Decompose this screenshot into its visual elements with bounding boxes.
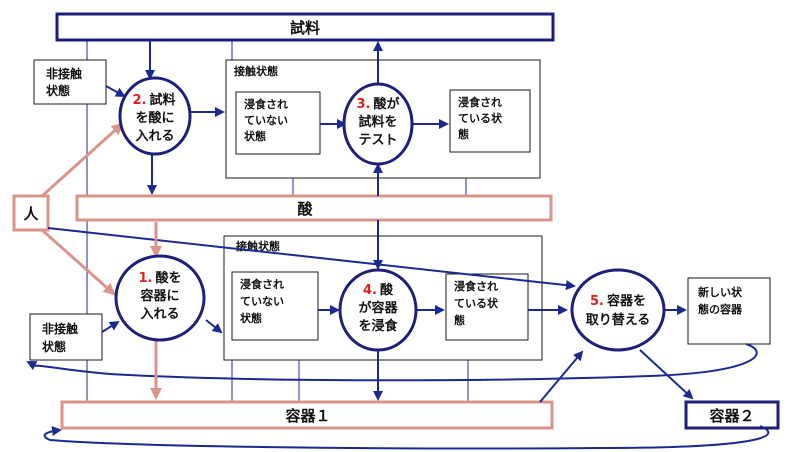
state-text: 態 [458,127,469,141]
process-4-line3: を浸食 [358,318,398,334]
process-1-number: 1. [139,271,153,286]
noncontact-upper-line2: 状態 [46,83,70,98]
state-not-eroded-lower [231,271,319,341]
state-text: 浸食され [244,97,288,111]
process-4-line1: 4.酸 [363,282,394,298]
arrow-container2-loop [43,425,770,450]
state-text: 浸食され [458,95,502,109]
state-text: 状態 [240,311,262,325]
state-text: 新しい状 [698,285,743,299]
container1-bar [60,400,554,430]
process-1-circle [114,254,206,342]
process-3-number: 3. [357,97,371,112]
acid-bar [75,194,553,222]
process-5-number: 5. [590,294,604,309]
process-2-line1: 2.試料 [133,92,176,108]
noncontact-box-lower [29,313,103,361]
noncontact-box-upper [33,59,107,105]
process-1-text: 酸を [155,270,181,286]
process-3-line1: 3.酸が [357,96,400,112]
state-text: 態 [454,313,465,327]
state-text: 態の容器 [698,302,743,316]
arrow-loop-head [26,361,38,371]
state-eroded-lower [445,273,529,341]
state-text: ていない [240,295,284,308]
state-eroded-upper [449,89,531,153]
process-1-line3: 入れる [140,307,179,322]
process-4-line2: が容器 [358,300,398,316]
state-text: ている状 [458,111,503,125]
arrow-person-to-p2 [40,122,124,198]
process-5-line2: 取り替える [586,312,651,328]
person-box [12,194,50,232]
process-4-text: 酸 [380,282,394,298]
arrow-person-to-p5 [47,227,576,291]
state-text: 浸食され [454,279,498,293]
state-text: 浸食され [240,277,284,291]
person-label: 人 [23,205,39,223]
process-4-number: 4. [363,283,377,298]
process-2-circle [118,76,192,156]
arrow-person-to-p1 [41,228,116,296]
container1-bar-label: 容器１ [284,407,330,425]
container2-box [684,400,780,430]
arrow-p1-to-contact [205,319,223,334]
sample-bar-label: 試料 [290,19,320,37]
process-3-text: 酸が [373,96,399,112]
sample-bar [55,12,555,42]
arrow-container1-to-p5 [539,350,584,403]
noncontact-lower-line2: 状態 [42,339,66,354]
process-4-circle [338,268,418,352]
process-3-line2: 試料を [358,114,397,130]
process-1-line2: 容器に [139,288,179,304]
process-2-number: 2. [133,93,147,108]
state-text: ていない [244,114,288,127]
process-5-circle [570,268,666,352]
container2-label: 容器２ [708,407,754,425]
process-3-line3: テスト [358,133,397,148]
noncontact-upper-line1: 非接触 [46,66,82,81]
process-1-line1: 1.酸を [139,270,182,286]
arrow-noncontact-to-p1 [101,320,120,333]
noncontact-lower-line1: 非接触 [42,321,78,336]
state-text: 状態 [244,129,266,143]
contact-state-label-upper: 接触状態 [234,64,278,78]
arrow-p5-to-container2 [639,349,694,400]
arrow-new-state-loop [29,343,758,382]
process-3-circle [342,82,414,166]
state-new-container [687,277,771,345]
process-2-line2: を酸に [135,110,174,126]
arrow-noncontact-to-p2 [105,85,126,97]
acid-bar-label: 酸 [297,200,313,218]
process-5-text: 容器を [606,293,646,309]
process-5-line1: 5.容器を [590,293,646,309]
process-2-text: 試料 [149,92,175,108]
state-text: ている状 [454,296,499,310]
process-2-line3: 入れる [135,129,174,144]
